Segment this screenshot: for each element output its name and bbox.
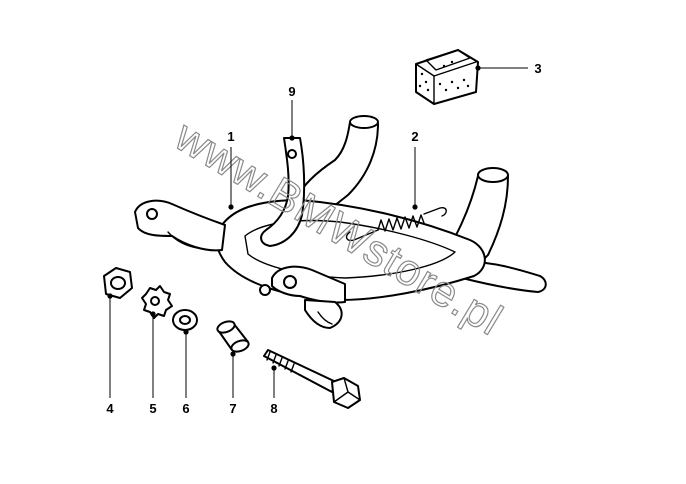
- hex-bolt: [263, 349, 361, 409]
- bushing: [216, 320, 250, 353]
- callout-label-1: 1: [227, 129, 234, 144]
- callout-label-2: 2: [411, 129, 418, 144]
- callout-label-5: 5: [149, 401, 156, 416]
- callout-3: 3: [475, 61, 542, 76]
- callout-label-6: 6: [182, 401, 189, 416]
- callout-9: 9: [288, 84, 296, 141]
- callout-7: 7: [229, 351, 237, 416]
- callout-2: 2: [411, 129, 419, 210]
- foot-lever: [260, 137, 306, 247]
- callout-6: 6: [182, 329, 190, 416]
- hex-nut: [103, 267, 133, 299]
- callout-label-7: 7: [229, 401, 236, 416]
- callout-label-3: 3: [534, 61, 541, 76]
- tension-spring: [345, 206, 447, 242]
- callout-4: 4: [106, 293, 114, 416]
- callout-label-8: 8: [270, 401, 277, 416]
- flat-washer: [172, 309, 198, 331]
- callout-label-9: 9: [288, 84, 295, 99]
- callout-1: 1: [227, 129, 235, 210]
- callout-label-4: 4: [106, 401, 114, 416]
- callout-8: 8: [270, 365, 278, 416]
- rubber-buffer: [415, 49, 479, 105]
- callout-5: 5: [149, 311, 157, 416]
- lock-washer: [141, 285, 173, 319]
